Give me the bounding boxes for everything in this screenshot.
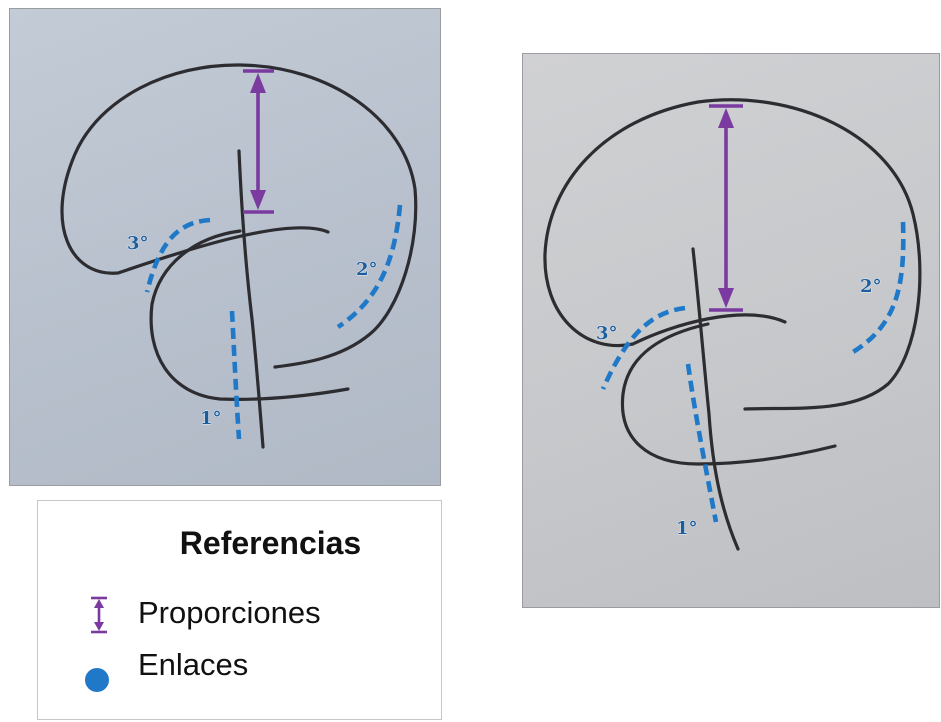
- legend-box: Referencias Proporciones Enlaces: [37, 500, 442, 720]
- left-drawing-photo: 3° 2° 1°: [9, 8, 441, 486]
- link-dash-1: [229, 310, 242, 440]
- head-outline-stroke: [60, 63, 418, 369]
- link-dash-1: [685, 363, 719, 523]
- right-drawing-photo: 3° 2° 1°: [522, 53, 940, 608]
- left-drawing-svg: 3° 2° 1°: [60, 63, 418, 449]
- link-label-1: 1°: [676, 518, 698, 539]
- legend-label-proportions: Proporciones: [138, 595, 321, 630]
- link-dash-2: [851, 221, 906, 354]
- link-label-3: 3°: [127, 233, 149, 254]
- right-drawing-svg: 3° 2° 1°: [543, 98, 922, 551]
- link-label-2: 2°: [860, 276, 882, 297]
- link-dash-3: [600, 305, 686, 390]
- inner-loop-stroke: [620, 322, 837, 466]
- dot-icon: [85, 668, 109, 692]
- vertical-axis-stroke: [237, 149, 265, 449]
- proportion-arrow-right: [709, 104, 743, 312]
- link-label-2: 2°: [356, 259, 378, 280]
- inner-loop-stroke: [149, 229, 350, 401]
- link-dash-3: [144, 217, 211, 293]
- double-arrow-icon: [91, 596, 107, 634]
- legend-title: Referencias: [179, 525, 362, 561]
- link-dash-2: [336, 204, 403, 329]
- link-label-1: 1°: [200, 408, 222, 429]
- proportion-arrow-left: [243, 69, 274, 214]
- legend-label-links: Enlaces: [138, 647, 249, 682]
- head-outline-stroke: [543, 98, 922, 411]
- vertical-axis-stroke: [691, 247, 740, 551]
- link-label-3: 3°: [596, 323, 618, 344]
